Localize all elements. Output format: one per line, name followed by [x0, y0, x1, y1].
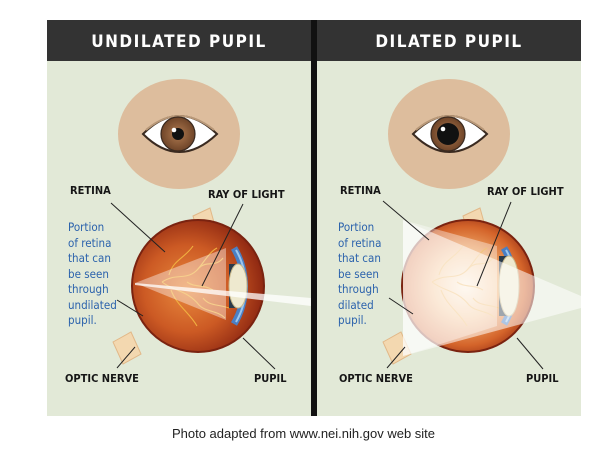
ray-of-light-label: RAY OF LIGHT [208, 188, 285, 201]
eyeball-cross-section [112, 207, 311, 365]
undilated-panel: UNDILATED PUPIL [47, 20, 311, 416]
eyeball-cross-section [382, 207, 581, 365]
dilated-eye-illustration [382, 79, 581, 370]
pupil-label: PUPIL [526, 372, 559, 385]
retina-label: RETINA [70, 184, 111, 197]
optic-nerve-label: OPTIC NERVE [65, 372, 139, 385]
undilated-eye-illustration [110, 79, 311, 370]
pupil-large [437, 123, 459, 145]
panel-divider [311, 20, 317, 416]
optic-nerve-label: OPTIC NERVE [339, 372, 413, 385]
dilated-panel: DILATED PUPIL [317, 20, 581, 416]
front-eye-view [118, 79, 240, 189]
front-eye-view [388, 79, 510, 189]
ray-of-light [135, 283, 311, 306]
ray-of-light [403, 220, 581, 356]
pupil-label: PUPIL [254, 372, 287, 385]
panel-title: UNDILATED PUPIL [47, 20, 311, 61]
panel-title: DILATED PUPIL [317, 20, 581, 61]
leader-lines [110, 202, 276, 370]
leader-lines [382, 200, 544, 370]
photo-credit-caption: Photo adapted from www.nei.nih.gov web s… [171, 426, 436, 441]
description-text: Portion of retina that can be seen throu… [338, 220, 382, 327]
ray-of-light-label: RAY OF LIGHT [487, 185, 564, 198]
visible-retina-area [135, 248, 226, 320]
retina-label: RETINA [340, 184, 381, 197]
description-text: Portion of retina that can be seen throu… [68, 220, 117, 327]
